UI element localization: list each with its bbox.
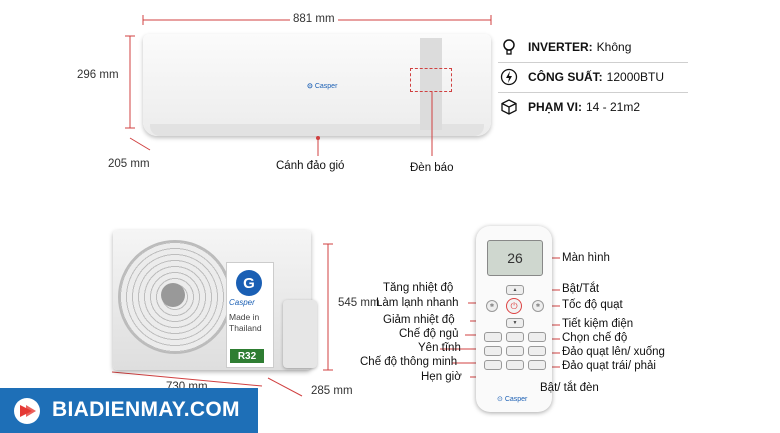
label-quiet: Yên tĩnh <box>418 342 461 354</box>
vane-label: Cánh đảo gió <box>276 160 345 172</box>
quiet-button <box>484 346 502 356</box>
turbo-button: ✲ <box>486 300 498 312</box>
spec-power: CÔNG SUẤT: 12000BTU <box>498 62 664 92</box>
label-temp-up: Tăng nhiệt độ <box>383 282 454 294</box>
smart-button <box>484 360 502 370</box>
indoor-side-panel <box>420 38 442 130</box>
spec-divider <box>498 62 688 63</box>
lightning-icon <box>498 66 520 88</box>
label-mode: Chọn chế độ <box>562 332 628 344</box>
swing-horizontal-button <box>528 360 546 370</box>
label-swing-vertical: Đảo quạt lên/ xuống <box>562 346 665 358</box>
label-temp-down: Giảm nhiệt độ <box>383 314 455 326</box>
label-eco: Tiết kiệm điện <box>562 318 634 330</box>
spec-divider <box>498 92 688 93</box>
power-icon: ⏻ <box>506 298 522 314</box>
indoor-depth-label: 205 mm <box>108 158 150 170</box>
fan-speed-button: ✲ <box>532 300 544 312</box>
outdoor-depth-label: 285 mm <box>311 385 353 397</box>
light-button <box>506 360 524 370</box>
remote-brand: ⊙ Casper <box>497 396 528 403</box>
outdoor-height-label: 545 mm <box>338 297 380 309</box>
outdoor-brand: Casper <box>229 298 255 307</box>
remote-screen: 26 <box>487 240 543 276</box>
mode-button <box>528 332 546 342</box>
label-timer: Hẹn giờ <box>421 371 462 383</box>
indicator-label: Đèn báo <box>410 162 454 174</box>
service-cover <box>283 300 317 368</box>
label-smart: Chế độ thông minh <box>360 356 458 368</box>
label-light: Bật/ tắt đèn <box>540 382 599 394</box>
indicator-highlight <box>410 68 452 92</box>
temp-down-button: ▼ <box>506 318 524 328</box>
spec-list: INVERTER: Không CÔNG SUẤT: 12000BTU PHẠM… <box>498 32 664 122</box>
swing-button <box>506 346 524 356</box>
origin-text: Made in Thailand <box>229 312 262 333</box>
swing-vertical-button <box>528 346 546 356</box>
indoor-width-label: 881 mm <box>290 13 338 25</box>
refrigerant-badge: R32 <box>230 349 264 363</box>
sleep-button <box>484 332 502 342</box>
indoor-brand-logo: ⊙ Casper <box>307 83 338 90</box>
fan-hub <box>161 283 185 307</box>
casper-logo-icon: G <box>236 270 262 296</box>
air-vane <box>150 124 484 136</box>
brand-banner <box>0 388 258 433</box>
biadienmay-logo-icon <box>14 398 40 424</box>
label-power: Bật/Tắt <box>562 283 600 295</box>
spec-inverter: INVERTER: Không <box>498 32 664 62</box>
cube-icon <box>498 96 520 118</box>
label-display: Màn hình <box>562 252 610 264</box>
eco-button <box>506 332 524 342</box>
label-sleep: Chế độ ngủ <box>399 328 459 340</box>
label-fan-speed: Tốc độ quạt <box>562 299 623 311</box>
brand-banner-text[interactable]: BIADIENMAY.COM <box>52 398 240 421</box>
bulb-icon <box>498 36 520 58</box>
indoor-height-label: 296 mm <box>77 69 119 81</box>
spec-range: PHẠM VI: 14 - 21m2 <box>498 92 664 122</box>
label-swing-horizontal: Đảo quạt trái/ phải <box>562 360 656 372</box>
label-turbo: Làm lạnh nhanh <box>376 297 459 309</box>
temp-up-button: ▲ <box>506 285 524 295</box>
